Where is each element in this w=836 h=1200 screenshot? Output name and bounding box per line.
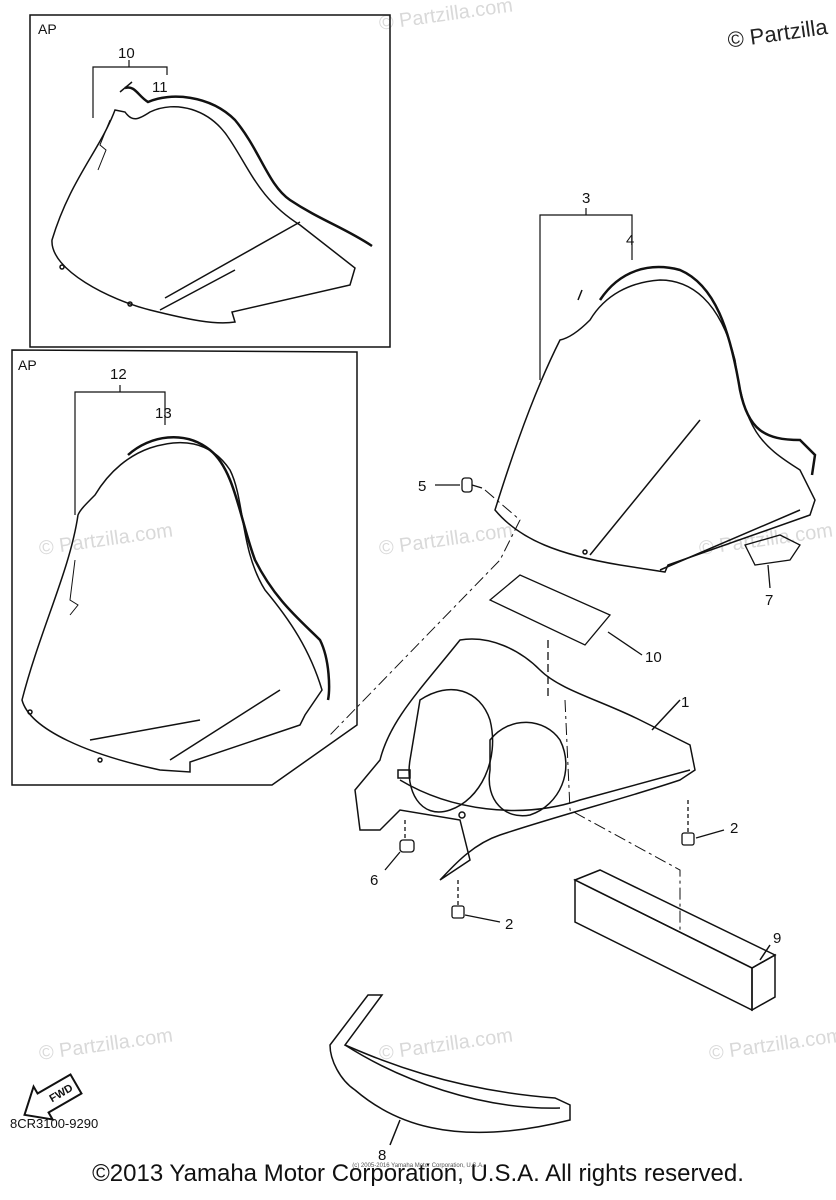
callout-9: 9 — [773, 930, 781, 947]
callout-11: 10 — [118, 45, 135, 62]
small-copyright: (c) 2005-2016 Yamaha Motor Corporation, … — [352, 1163, 484, 1169]
watermark-layer: © Partzilla.com © Partzilla.com © Partzi… — [38, 0, 836, 1065]
ap-box-lower: AP 12 13 — [11, 349, 358, 786]
callout-6: 6 — [370, 872, 378, 889]
callout-2: 2 — [730, 820, 738, 837]
ap-box-label: AP — [18, 357, 37, 373]
watermark: © Partzilla.com — [38, 1024, 175, 1065]
screw-6 — [384, 820, 415, 871]
callout-5: 5 — [418, 478, 426, 495]
callout-7: 7 — [765, 592, 773, 609]
callout-1: 1 — [681, 694, 689, 711]
watermark: © Partzilla.com — [378, 1024, 515, 1065]
callout-13: 12 — [110, 366, 127, 383]
watermark: © Partzilla.com — [708, 1024, 836, 1065]
callout-14: 13 — [155, 405, 172, 422]
drawing-code: 8CR3100-9290 — [10, 1116, 99, 1131]
callout-8: 8 — [378, 1147, 386, 1164]
callout-10: 10 — [645, 649, 662, 666]
windshield-small — [51, 81, 373, 324]
fwd-arrow-icon: FWD — [23, 1073, 83, 1121]
ap-box-frame — [29, 14, 391, 348]
ap-box-frame — [11, 349, 358, 786]
bracket-7 — [744, 534, 801, 589]
ap-box-upper: AP 10 11 — [29, 14, 391, 348]
callout-4: 4 — [626, 232, 634, 249]
bolt-2-right — [681, 800, 725, 846]
trim-seal-8 — [329, 994, 571, 1146]
foam-block-9 — [573, 869, 777, 1012]
ap-box-label: AP — [38, 21, 57, 37]
callout-12: 11 — [152, 79, 168, 96]
windshield-tall — [21, 436, 331, 773]
watermark: © Partzilla.com — [378, 519, 515, 560]
callout-3: 3 — [582, 190, 590, 207]
pad-10 — [488, 574, 643, 700]
cowl-1 — [354, 638, 696, 881]
watermark: © Partzilla.com — [38, 519, 175, 560]
screw-5 — [435, 477, 483, 493]
bolt-2-lower — [451, 880, 501, 923]
watermark: © Partzilla.com — [378, 0, 515, 35]
callout-2: 2 — [505, 916, 513, 933]
copyright-notice: ©2013 Yamaha Motor Corporation, U.S.A. A… — [92, 1160, 744, 1187]
windshield-main — [494, 208, 817, 573]
